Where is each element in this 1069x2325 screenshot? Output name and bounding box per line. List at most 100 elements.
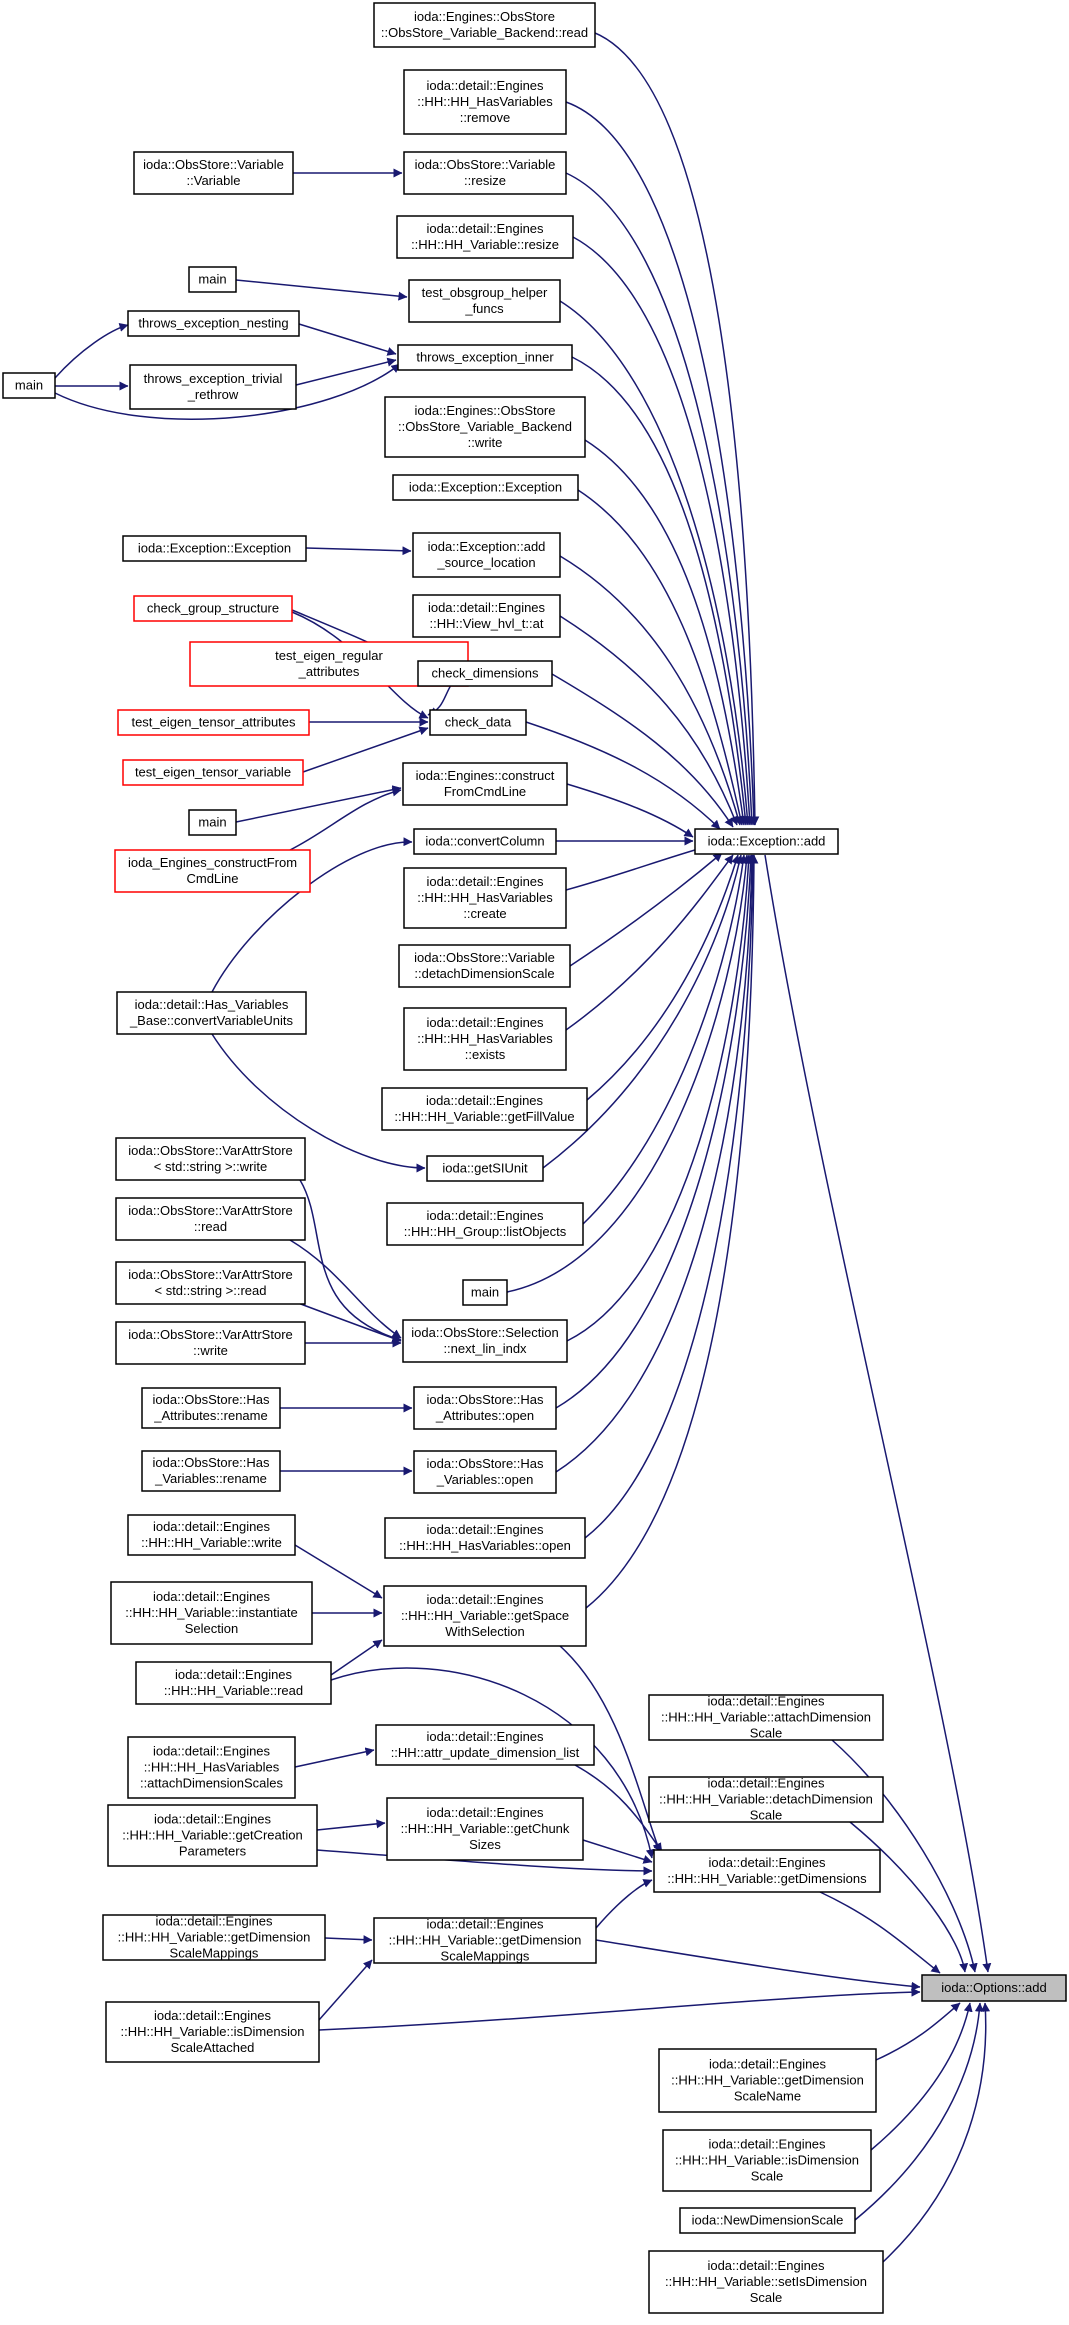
node-varattr-read-str[interactable]: ioda::ObsStore::VarAttrStore< std::strin… [115, 1261, 306, 1305]
node-get-si[interactable]: ioda::getSIUnit [426, 1155, 544, 1182]
node-varattr-write[interactable]: ioda::ObsStore::VarAttrStore::write [115, 1321, 306, 1365]
node-resize-obs[interactable]: ioda::ObsStore::Variable::resize [403, 151, 567, 195]
node-check-dims[interactable]: check_dimensions [417, 660, 553, 687]
node-has-vars-base[interactable]: ioda::detail::Has_Variables_Base::conver… [116, 991, 307, 1035]
node-throws-trivial[interactable]: throws_exception_trivial_rethrow [129, 364, 297, 410]
node-hh-read[interactable]: ioda::detail::Engines::HH::HH_Variable::… [135, 1661, 332, 1705]
node-box[interactable] [117, 709, 310, 736]
node-box[interactable] [122, 759, 304, 786]
node-box[interactable] [127, 1736, 296, 1799]
node-exception-add[interactable]: ioda::Exception::add [694, 828, 839, 855]
node-box[interactable] [102, 1914, 326, 1961]
node-box[interactable] [115, 1137, 306, 1181]
node-get-creation[interactable]: ioda::detail::Engines::HH::HH_Variable::… [107, 1804, 318, 1867]
node-check-group[interactable]: check_group_structure [133, 595, 293, 622]
node-new-dim-scale[interactable]: ioda::NewDimensionScale [679, 2207, 856, 2234]
node-get-fill[interactable]: ioda::detail::Engines::HH::HH_Variable::… [381, 1087, 588, 1131]
node-get-mappings[interactable]: ioda::detail::Engines::HH::HH_Variable::… [373, 1917, 597, 1964]
node-box[interactable] [133, 151, 294, 195]
node-box[interactable] [375, 1724, 595, 1766]
node-detach-dim[interactable]: ioda::detail::Engines::HH::HH_Variable::… [648, 1776, 884, 1823]
node-view-hvl[interactable]: ioda::detail::Engines::HH::View_hvl_t::a… [412, 594, 561, 638]
node-box[interactable] [141, 1450, 281, 1492]
node-get-chunk[interactable]: ioda::detail::Engines::HH::HH_Variable::… [386, 1797, 584, 1861]
node-box[interactable] [403, 69, 567, 135]
node-box[interactable] [417, 660, 553, 687]
node-box[interactable] [188, 266, 237, 293]
node-box[interactable] [694, 828, 839, 855]
node-variable[interactable]: ioda::ObsStore::Variable::Variable [133, 151, 294, 195]
node-box[interactable] [398, 944, 571, 988]
node-box[interactable] [115, 1321, 306, 1365]
node-box[interactable] [921, 1974, 1067, 2002]
node-box[interactable] [648, 1776, 884, 1823]
node-box[interactable] [127, 310, 300, 337]
node-box[interactable] [114, 849, 311, 893]
node-varattr-read[interactable]: ioda::ObsStore::VarAttrStore::read [115, 1197, 306, 1241]
node-box[interactable] [412, 594, 561, 638]
node-test-tensor-attr[interactable]: test_eigen_tensor_attributes [117, 709, 310, 736]
node-exception-ctor[interactable]: ioda::Exception::Exception [392, 474, 579, 501]
node-box[interactable] [426, 1155, 544, 1182]
node-options-add[interactable]: ioda::Options::add [921, 1974, 1067, 2002]
node-hh-write[interactable]: ioda::detail::Engines::HH::HH_Variable::… [127, 1514, 296, 1556]
node-main1[interactable]: main [188, 266, 237, 293]
node-box[interactable] [397, 344, 573, 371]
node-box[interactable] [135, 1661, 332, 1705]
node-box[interactable] [413, 1386, 557, 1430]
node-list-objects[interactable]: ioda::detail::Engines::HH::HH_Group::lis… [386, 1202, 584, 1246]
node-get-space[interactable]: ioda::detail::Engines::HH::HH_Variable::… [383, 1585, 587, 1647]
node-box[interactable] [658, 2048, 877, 2113]
node-check-data[interactable]: check_data [429, 709, 527, 736]
node-box[interactable] [384, 1517, 586, 1559]
node-attr-update[interactable]: ioda::detail::Engines::HH::attr_update_d… [375, 1724, 595, 1766]
node-remove[interactable]: ioda::detail::Engines::HH::HH_HasVariabl… [403, 69, 567, 135]
node-attach-dim[interactable]: ioda::detail::Engines::HH::HH_Variable::… [648, 1694, 884, 1741]
node-is-attached[interactable]: ioda::detail::Engines::HH::HH_Variable::… [105, 2001, 320, 2063]
node-box[interactable] [141, 1387, 281, 1429]
node-is-dim-scale[interactable]: ioda::detail::Engines::HH::HH_Variable::… [662, 2129, 872, 2192]
node-box[interactable] [403, 151, 567, 195]
node-set-is-dim[interactable]: ioda::detail::Engines::HH::HH_Variable::… [648, 2250, 884, 2314]
node-get-mappings-left[interactable]: ioda::detail::Engines::HH::HH_Variable::… [102, 1914, 326, 1961]
node-test-tensor-var[interactable]: test_eigen_tensor_variable [122, 759, 304, 786]
node-main-left[interactable]: main [2, 372, 56, 399]
node-attach-scales[interactable]: ioda::detail::Engines::HH::HH_HasVariabl… [127, 1736, 296, 1799]
node-exception-ctor-left[interactable]: ioda::Exception::Exception [122, 535, 307, 562]
node-box[interactable] [122, 535, 307, 562]
node-add-source[interactable]: ioda::Exception::add_source_location [412, 532, 561, 578]
node-detach-obs[interactable]: ioda::ObsStore::Variable::detachDimensio… [398, 944, 571, 988]
node-has-vars-open[interactable]: ioda::ObsStore::Has_Variables::open [413, 1450, 557, 1494]
node-box[interactable] [662, 2129, 872, 2192]
node-box[interactable] [386, 1202, 584, 1246]
node-box[interactable] [413, 1450, 557, 1494]
node-create[interactable]: ioda::detail::Engines::HH::HH_HasVariabl… [403, 867, 567, 929]
node-has-vars-rename[interactable]: ioda::ObsStore::Has_Variables::rename [141, 1450, 281, 1492]
node-resize-hh[interactable]: ioda::detail::Engines::HH::HH_Variable::… [396, 215, 574, 259]
node-has-attr-rename[interactable]: ioda::ObsStore::Has_Attributes::rename [141, 1387, 281, 1429]
node-read-backend[interactable]: ioda::Engines::ObsStore::ObsStore_Variab… [373, 2, 596, 48]
node-box[interactable] [384, 396, 586, 458]
node-box[interactable] [412, 532, 561, 578]
node-main3[interactable]: main [462, 1279, 508, 1306]
node-box[interactable] [402, 1319, 568, 1363]
node-box[interactable] [127, 1514, 296, 1556]
node-test-obsgroup[interactable]: test_obsgroup_helper_funcs [408, 279, 561, 323]
node-has-attr-open[interactable]: ioda::ObsStore::Has_Attributes::open [413, 1386, 557, 1430]
node-box[interactable] [392, 474, 579, 501]
node-box[interactable] [413, 828, 557, 855]
node-box[interactable] [403, 1007, 567, 1071]
node-box[interactable] [429, 709, 527, 736]
node-hh-has-open[interactable]: ioda::detail::Engines::HH::HH_HasVariabl… [384, 1517, 586, 1559]
node-box[interactable] [403, 867, 567, 929]
node-exists[interactable]: ioda::detail::Engines::HH::HH_HasVariabl… [403, 1007, 567, 1071]
node-instantiate[interactable]: ioda::detail::Engines::HH::HH_Variable::… [110, 1581, 313, 1645]
node-box[interactable] [648, 1694, 884, 1741]
node-box[interactable] [105, 2001, 320, 2063]
node-box[interactable] [383, 1585, 587, 1647]
node-box[interactable] [648, 2250, 884, 2314]
node-box[interactable] [373, 1917, 597, 1964]
node-box[interactable] [115, 1261, 306, 1305]
node-box[interactable] [188, 809, 237, 836]
